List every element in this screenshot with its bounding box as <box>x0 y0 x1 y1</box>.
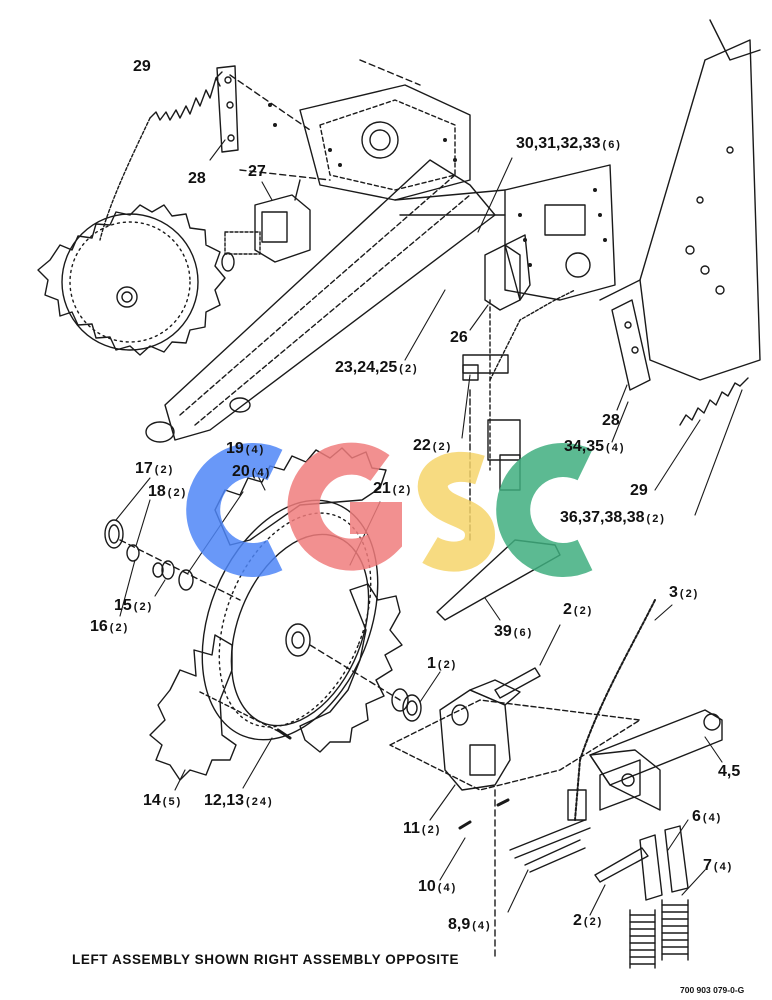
callout-16: 16(2) <box>90 618 130 635</box>
callout-27: 27 <box>248 163 266 180</box>
sprocket-segment-right <box>299 583 403 753</box>
sprocket-segment-14 <box>149 634 237 781</box>
pin-2-upper <box>494 667 541 699</box>
springs-7 <box>629 899 689 969</box>
callout-4-5: 4,5 <box>718 763 741 780</box>
callout-34-35: 34,35(4) <box>564 438 626 455</box>
callout-36-38: 36,37,38,38(2) <box>560 509 666 526</box>
chain-3 <box>567 599 656 821</box>
link-28-right <box>611 299 651 391</box>
callout-7: 7(4) <box>703 857 734 874</box>
callout-26: 26 <box>450 329 468 346</box>
bearing-1 <box>391 688 422 722</box>
callout-29-upper: 29 <box>133 58 151 75</box>
bolts-12-13 <box>199 691 292 740</box>
callout-28-right: 28 <box>602 412 620 429</box>
callout-23-25: 23,24,25(2) <box>335 359 419 376</box>
callout-2-lower: 2(2) <box>573 912 604 929</box>
callout-1: 1(2) <box>427 655 458 672</box>
hub-parts-left <box>104 519 241 601</box>
callout-8-9: 8,9(4) <box>448 916 492 933</box>
watermark-letter-c2 <box>496 443 593 577</box>
watermark-letter-c1 <box>186 443 283 577</box>
callout-14: 14(5) <box>143 792 183 809</box>
cgsc-watermark <box>186 442 593 577</box>
pivot-bracket-11 <box>389 679 641 961</box>
spring-29-right <box>679 377 749 426</box>
diagram-caption: LEFT ASSEMBLY SHOWN RIGHT ASSEMBLY OPPOS… <box>72 952 460 967</box>
callout-29-right: 29 <box>630 482 648 499</box>
callout-2-upper: 2(2) <box>563 601 594 618</box>
callout-12-13: 12,13(24) <box>204 792 274 809</box>
plate-holes <box>268 103 607 267</box>
callout-18: 18(2) <box>148 483 188 500</box>
callout-28-upper: 28 <box>188 170 206 187</box>
callout-21: 21(2) <box>373 480 413 497</box>
callout-30-33: 30,31,32,33(6) <box>516 135 622 152</box>
callout-10: 10(4) <box>418 878 458 895</box>
watermark-letter-g <box>287 442 402 571</box>
callout-22: 22(2) <box>413 437 453 454</box>
callout-6: 6(4) <box>692 808 723 825</box>
bolts-8-9 <box>458 798 591 873</box>
pin-2-lower <box>594 825 689 901</box>
watermark-letter-s <box>417 451 496 572</box>
callout-17: 17(2) <box>135 460 175 477</box>
callout-19: 19(4) <box>226 440 266 457</box>
callout-39: 39(6) <box>494 623 534 640</box>
callout-3: 3(2) <box>669 584 700 601</box>
leader-lines <box>115 139 743 916</box>
bracket-27 <box>221 179 311 272</box>
callout-15: 15(2) <box>114 597 154 614</box>
arm-4-5 <box>589 709 723 811</box>
upper-sprocket <box>37 204 226 356</box>
upper-frame <box>145 19 761 443</box>
drawing-number: 700 903 079-0-G <box>680 985 745 995</box>
link-28-upper <box>216 65 239 153</box>
callout-20: 20(4) <box>232 463 272 480</box>
callout-11: 11(2) <box>403 820 442 837</box>
